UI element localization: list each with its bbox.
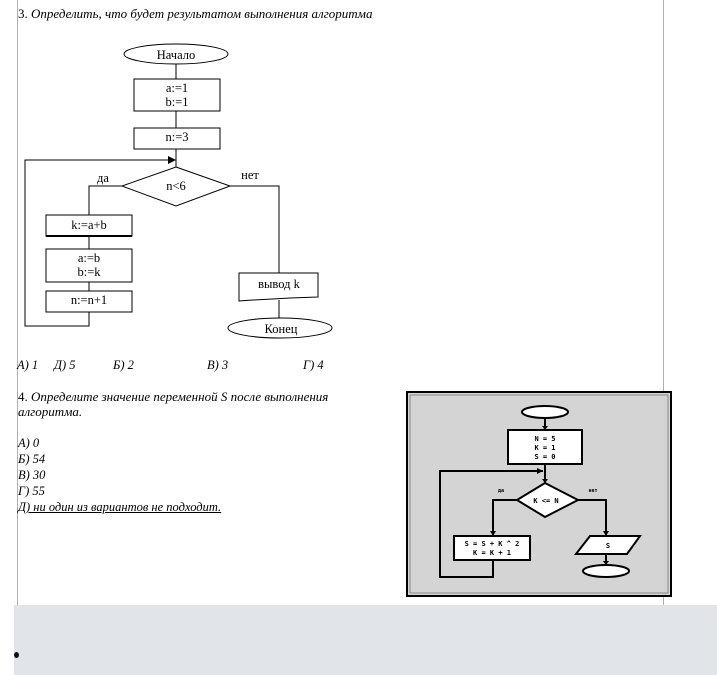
question-4-title: 4. Определите значение переменной S посл… (18, 389, 358, 419)
question-3-number: 3. (18, 6, 28, 21)
q3-answer-d: Д) 5 (54, 358, 76, 372)
question-4-number: 4. (18, 389, 28, 404)
fc4-loop-s: S = S + K ^ 2 (465, 540, 520, 548)
fc4-arrow-icon (537, 468, 543, 474)
fc4-arrow-icon (542, 479, 548, 483)
question-3-text: Определить, что будет результатом выполн… (31, 6, 373, 21)
fc3-loop-arrow-icon (168, 156, 176, 164)
bullet-icon (14, 652, 19, 658)
fc3-n-inc-shape (45, 290, 133, 313)
fc3-end-shape (227, 317, 333, 339)
fc4-init-k: K = 1 (534, 444, 555, 452)
q4-answer-v: В) 30 (18, 468, 46, 482)
fc3-k-label: k:=a+b (71, 218, 107, 232)
q3-answer-g: Г) 4 (303, 358, 324, 372)
fc4-init-shape (507, 429, 583, 465)
q4-answer-g: Г) 55 (18, 484, 45, 498)
fc3-no-label: нет (241, 168, 259, 182)
fc3-start-label: Начало (157, 48, 196, 62)
fc4-arrow-icon (490, 531, 496, 536)
fc3-a-label: a:=b (78, 251, 100, 265)
fc3-init-a: a:=1 (166, 81, 188, 95)
fc4-condition-label: K <= N (533, 497, 558, 505)
fc3-b-label: b:=k (77, 265, 101, 279)
q3-answer-b: Б) 2 (113, 358, 134, 372)
fc4-loop-shape (453, 535, 531, 561)
page-border-right (663, 0, 664, 605)
fc3-yes-label: да (97, 171, 109, 185)
flowchart-q4: N = 5 K = 1 S = 0 K <= N да нет S = S + … (406, 391, 672, 597)
fc4-condition-shape (515, 481, 581, 519)
fc4-arrow-icon (603, 561, 609, 565)
fc3-ab-shape (45, 248, 133, 283)
fc4-yes-label: да (498, 488, 504, 494)
fc3-output-label: вывод k (258, 277, 300, 291)
fc3-n-shape (133, 127, 221, 150)
fc3-condition-shape (120, 166, 232, 207)
q4-answer-a: А) 0 (18, 436, 40, 450)
flowchart-q3: Начало a:=1 b:=1 n:=3 n<6 да нет k:=a+b … (24, 43, 333, 339)
fc3-end-label: Конец (265, 322, 298, 336)
q3-answer-v: В) 3 (207, 358, 229, 372)
fc3-init-b: b:=1 (165, 95, 188, 109)
fc3-init-shape (133, 78, 221, 112)
fc4-arrow-icon (603, 531, 609, 536)
fc3-n-label: n:=3 (165, 130, 188, 144)
fc4-start-shape (521, 405, 569, 419)
fc3-output-shape (238, 272, 319, 302)
question-4-answers: А) 0 Б) 54 В) 30 Г) 55 Д) ни один из вар… (18, 435, 221, 515)
fc4-init-s: S = 0 (534, 453, 555, 461)
footer-bar (14, 605, 717, 675)
fc4-init-n: N = 5 (534, 435, 555, 443)
fc4-arrow-icon (542, 426, 548, 430)
fc3-n-inc-label: n:=n+1 (71, 293, 107, 307)
fc4-end-shape (582, 564, 630, 578)
fc4-no-label: нет (588, 488, 597, 494)
page-border-left (17, 0, 18, 605)
fc3-condition-label: n<6 (166, 179, 186, 193)
fc4-output-shape (573, 535, 642, 555)
fc4-loop-k: K = K + 1 (473, 549, 511, 557)
q4-answer-b: Б) 54 (18, 452, 46, 466)
fc4-output-label: S (606, 542, 610, 550)
question-3-title: 3. Определить, что будет результатом вып… (18, 6, 372, 21)
q4-answer-d: Д) ни один из вариантов не подходит. (18, 500, 222, 514)
question-4-text: Определите значение переменной S после в… (18, 389, 329, 419)
q3-answer-a: А) 1 (17, 358, 39, 372)
